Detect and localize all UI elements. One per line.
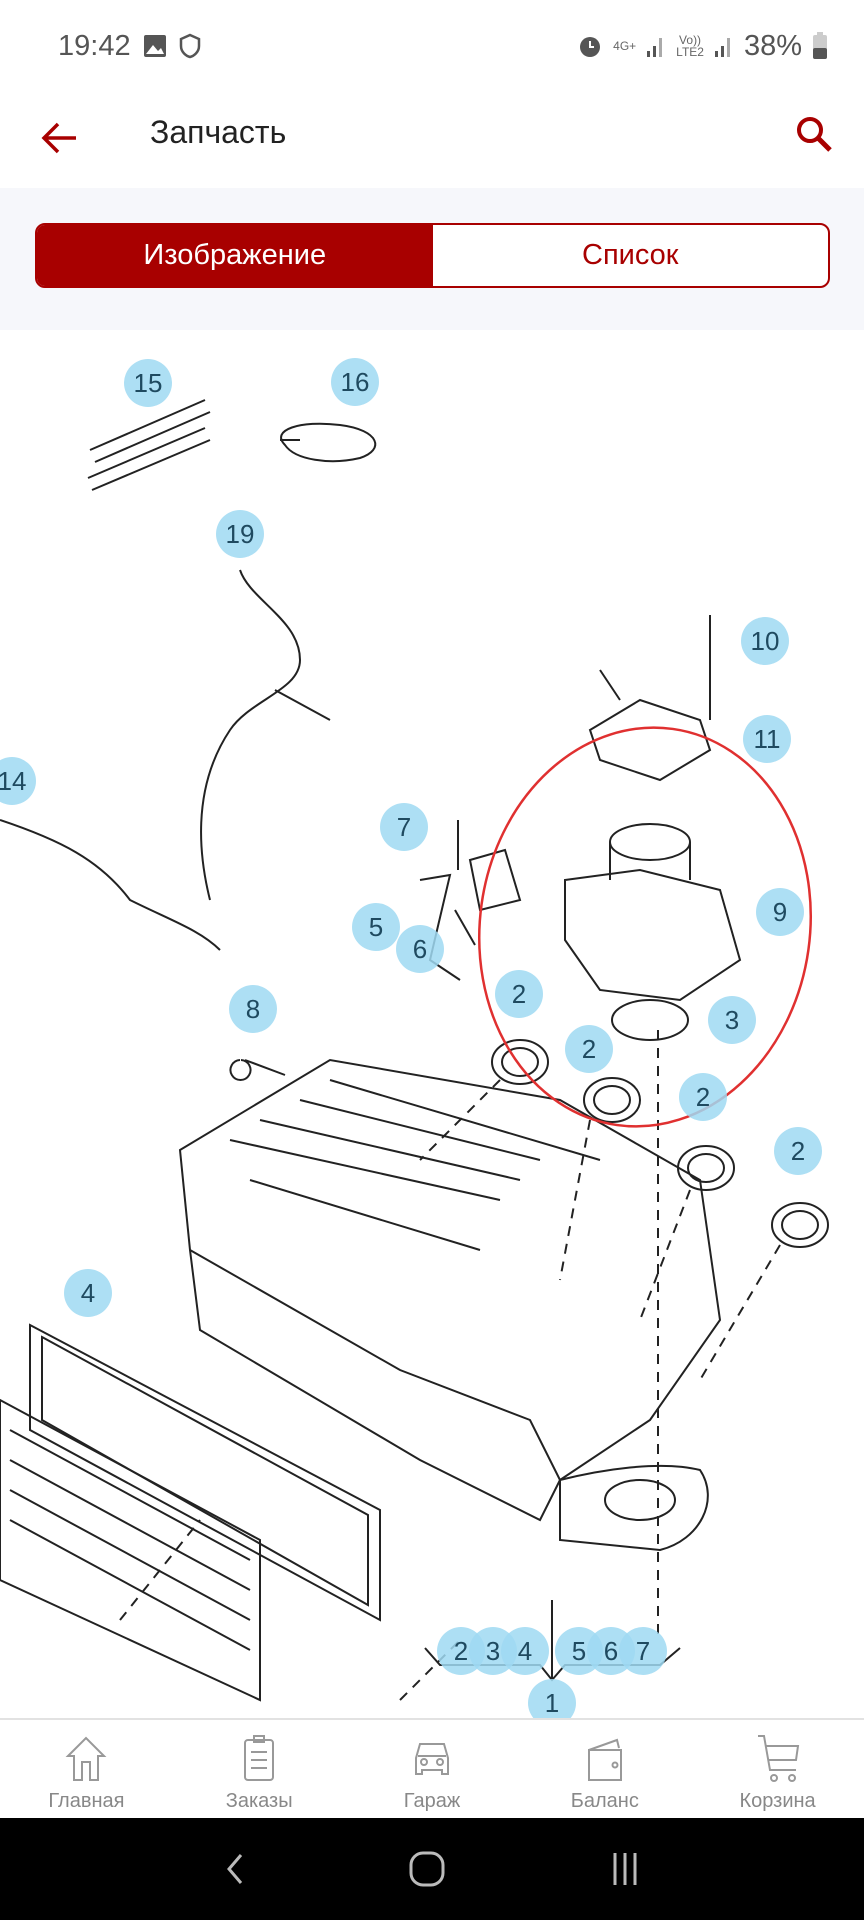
callout-2-label: 2 <box>582 1034 596 1064</box>
callout-group-2-label: 2 <box>454 1636 468 1666</box>
view-switcher-bar: Изображение Список <box>0 188 864 330</box>
callout-16-label: 16 <box>341 367 370 397</box>
search-icon[interactable] <box>792 112 836 156</box>
system-back-icon[interactable] <box>219 1849 249 1889</box>
callout-1[interactable] <box>528 1679 576 1718</box>
callout-1-label: 1 <box>545 1688 559 1718</box>
back-arrow-icon[interactable] <box>38 116 82 160</box>
tab-list[interactable]: Список <box>582 239 679 271</box>
nav-home[interactable]: Главная <box>0 1720 173 1818</box>
callout-11[interactable] <box>743 715 791 763</box>
callout-16[interactable] <box>331 358 379 406</box>
cart-icon <box>757 1735 799 1782</box>
app-header: Запчасть <box>0 92 864 188</box>
callout-5[interactable] <box>352 903 400 951</box>
callout-6[interactable] <box>396 925 444 973</box>
wallet-icon <box>587 1738 622 1781</box>
callout-19[interactable] <box>216 510 264 558</box>
callout-14-label: 14 <box>0 766 26 796</box>
nav-cart-label: Корзина <box>739 1790 816 1812</box>
signal-icon <box>647 38 663 57</box>
callout-group-6-label: 6 <box>604 1636 618 1666</box>
clock: 19:42 <box>58 29 131 62</box>
system-navigation-bar <box>0 1818 864 1920</box>
callout-11-label: 11 <box>754 724 781 754</box>
callout-2-label: 2 <box>791 1136 805 1166</box>
bottom-navigation: Главная Заказы Гараж Баланс Корзина <box>0 1718 864 1818</box>
callout-group-7-label: 7 <box>636 1636 650 1666</box>
nav-garage[interactable]: Гараж <box>346 1720 519 1818</box>
callout-6-label: 6 <box>413 934 427 964</box>
callout-7-label: 7 <box>397 812 411 842</box>
callout-group-3-label: 3 <box>486 1636 500 1666</box>
nav-orders-label: Заказы <box>225 1790 293 1812</box>
status-bar: 19:42 4G+ Vo))LTE2 38% <box>0 0 864 92</box>
nav-balance[interactable]: Баланс <box>518 1720 691 1818</box>
callout-4[interactable] <box>64 1269 112 1317</box>
page-title: Запчасть <box>150 114 287 150</box>
shield-icon <box>179 33 200 59</box>
signal-icon-2 <box>714 38 730 57</box>
callout-10[interactable] <box>741 617 789 665</box>
battery-percent: 38% <box>743 29 802 62</box>
callout-14[interactable] <box>0 757 36 805</box>
alarm-icon <box>580 37 601 57</box>
callout-group-4[interactable] <box>501 1627 549 1675</box>
callout-3-label: 3 <box>725 1005 739 1035</box>
car-icon <box>414 1743 449 1775</box>
nav-balance-label: Баланс <box>570 1790 639 1812</box>
callout-2-label: 2 <box>696 1082 710 1112</box>
callout-2-label: 2 <box>512 979 526 1009</box>
callout-group-7[interactable] <box>619 1627 667 1675</box>
callout-8[interactable] <box>229 985 277 1033</box>
callout-group-5-label: 5 <box>572 1636 586 1666</box>
callout-3[interactable] <box>708 996 756 1044</box>
highlight-circle <box>478 726 812 1128</box>
callout-2[interactable] <box>565 1025 613 1073</box>
callout-8-label: 8 <box>246 994 260 1024</box>
home-icon <box>65 1736 107 1781</box>
callout-9[interactable] <box>756 888 804 936</box>
nav-home-label: Главная <box>48 1790 125 1812</box>
volte-indicator: Vo))LTE2 <box>676 33 704 59</box>
line-art <box>0 399 829 1702</box>
callout-19-label: 19 <box>226 519 255 549</box>
callout-group-4-label: 4 <box>518 1636 532 1666</box>
callout-2[interactable] <box>495 970 543 1018</box>
callout-10-label: 10 <box>751 626 780 656</box>
orders-icon <box>244 1735 275 1781</box>
nav-orders[interactable]: Заказы <box>173 1720 346 1818</box>
nav-garage-label: Гараж <box>403 1790 461 1812</box>
callout-5-label: 5 <box>369 912 383 942</box>
callout-7[interactable] <box>380 803 428 851</box>
system-recents-icon[interactable] <box>605 1849 645 1889</box>
callout-15-label: 15 <box>134 368 163 398</box>
tab-image[interactable]: Изображение <box>37 225 433 286</box>
view-segmented-control: Изображение Список <box>35 223 830 288</box>
battery-icon <box>813 32 827 59</box>
callout-2[interactable] <box>679 1073 727 1121</box>
gallery-icon <box>143 35 166 57</box>
network-type: 4G+ <box>613 39 637 53</box>
callout-2[interactable] <box>774 1127 822 1175</box>
nav-cart[interactable]: Корзина <box>691 1720 864 1818</box>
callout-15[interactable] <box>124 359 172 407</box>
callout-9-label: 9 <box>773 897 787 927</box>
callout-4-label: 4 <box>81 1278 95 1308</box>
system-home-icon[interactable] <box>407 1849 447 1889</box>
